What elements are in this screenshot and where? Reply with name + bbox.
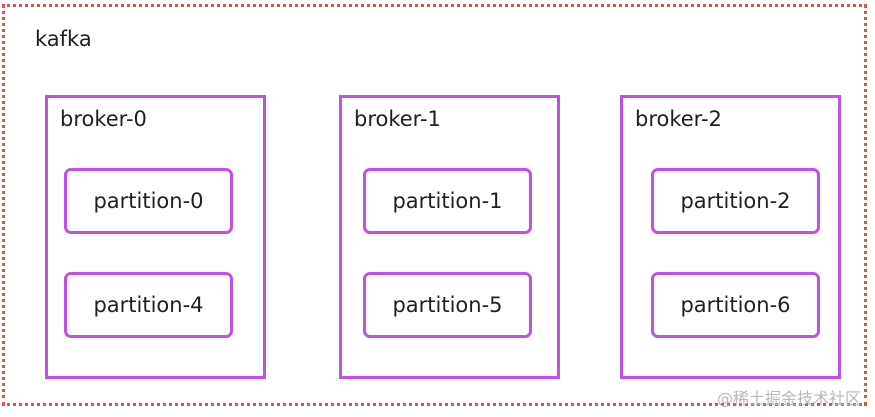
- partition-box: partition-6: [651, 272, 820, 338]
- partition-box: partition-4: [64, 272, 233, 338]
- watermark-text: @稀土掘金技术社区: [716, 389, 861, 408]
- partition-box: partition-5: [363, 272, 532, 338]
- cluster-label: kafka: [35, 27, 92, 51]
- broker-0-box: broker-0 partition-0 partition-4: [45, 95, 266, 379]
- broker-1-box: broker-1 partition-1 partition-5: [339, 95, 560, 379]
- broker-label: broker-0: [60, 107, 147, 131]
- partition-box: partition-2: [651, 168, 820, 234]
- broker-2-box: broker-2 partition-2 partition-6: [620, 95, 841, 379]
- partition-box: partition-0: [64, 168, 233, 234]
- kafka-cluster-container: kafka: [2, 4, 867, 406]
- partition-box: partition-1: [363, 168, 532, 234]
- broker-label: broker-1: [354, 107, 441, 131]
- broker-label: broker-2: [635, 107, 722, 131]
